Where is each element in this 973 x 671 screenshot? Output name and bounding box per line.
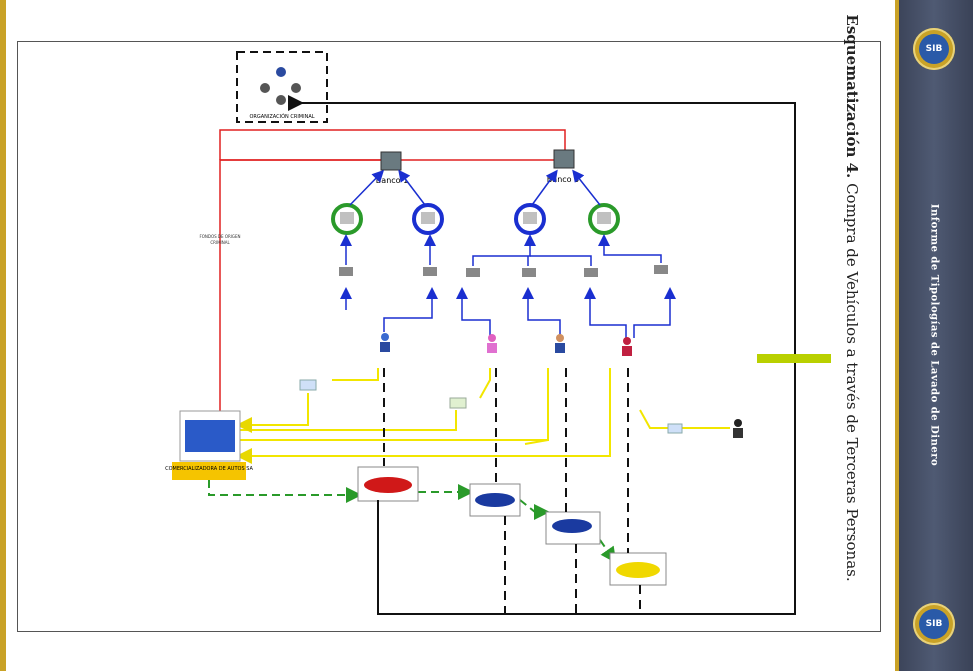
sib-seal-top-icon: SIB <box>913 28 955 70</box>
sidebar-gold-border <box>895 0 899 671</box>
left-gold-border <box>0 0 6 671</box>
dealer-label: COMERCIALIZADORA DE AUTOS SA <box>165 466 253 472</box>
sib-seal-bottom-icon: SIB <box>913 603 955 645</box>
bank-5-label: Banco 5 <box>547 175 579 184</box>
scheme-title-bold: Esquematización 4. <box>843 14 861 179</box>
criminal-organization-node: ORGANIZACIÓN CRIMINAL <box>236 51 328 123</box>
svg-text:CRIMINAL: CRIMINAL <box>210 240 230 245</box>
diagram-frame <box>17 41 881 632</box>
person-node-2 <box>487 334 497 353</box>
org-label: ORGANIZACIÓN CRIMINAL <box>249 113 314 120</box>
bank-5-node: Banco 5 <box>547 149 579 184</box>
yellow-car-node <box>609 552 667 586</box>
person-node-3 <box>555 334 565 353</box>
person-node-1 <box>380 333 390 352</box>
person-node-5 <box>733 419 743 438</box>
blue-car-1-node <box>469 483 521 517</box>
car-dealer-node: COMERCIALIZADORA DE AUTOS SA <box>165 410 253 480</box>
blue-car-2-node <box>545 511 601 545</box>
report-title: Informe de Tipologías de Lavado de Diner… <box>928 203 940 467</box>
svg-text:FONDOS DE ORIGEN: FONDOS DE ORIGEN <box>199 234 240 239</box>
scheme-title: Esquematización 4. Compra de Vehículos a… <box>843 14 861 581</box>
person-node-4 <box>622 337 632 356</box>
red-car-node <box>357 466 419 502</box>
bank-1-node: Banco 1 <box>376 151 408 185</box>
scheme-title-rest: Compra de Vehículos a través de Terceras… <box>843 183 861 582</box>
green-label-badge <box>757 354 831 363</box>
bank-1-label: Banco 1 <box>376 176 408 185</box>
report-sidebar <box>895 0 973 671</box>
